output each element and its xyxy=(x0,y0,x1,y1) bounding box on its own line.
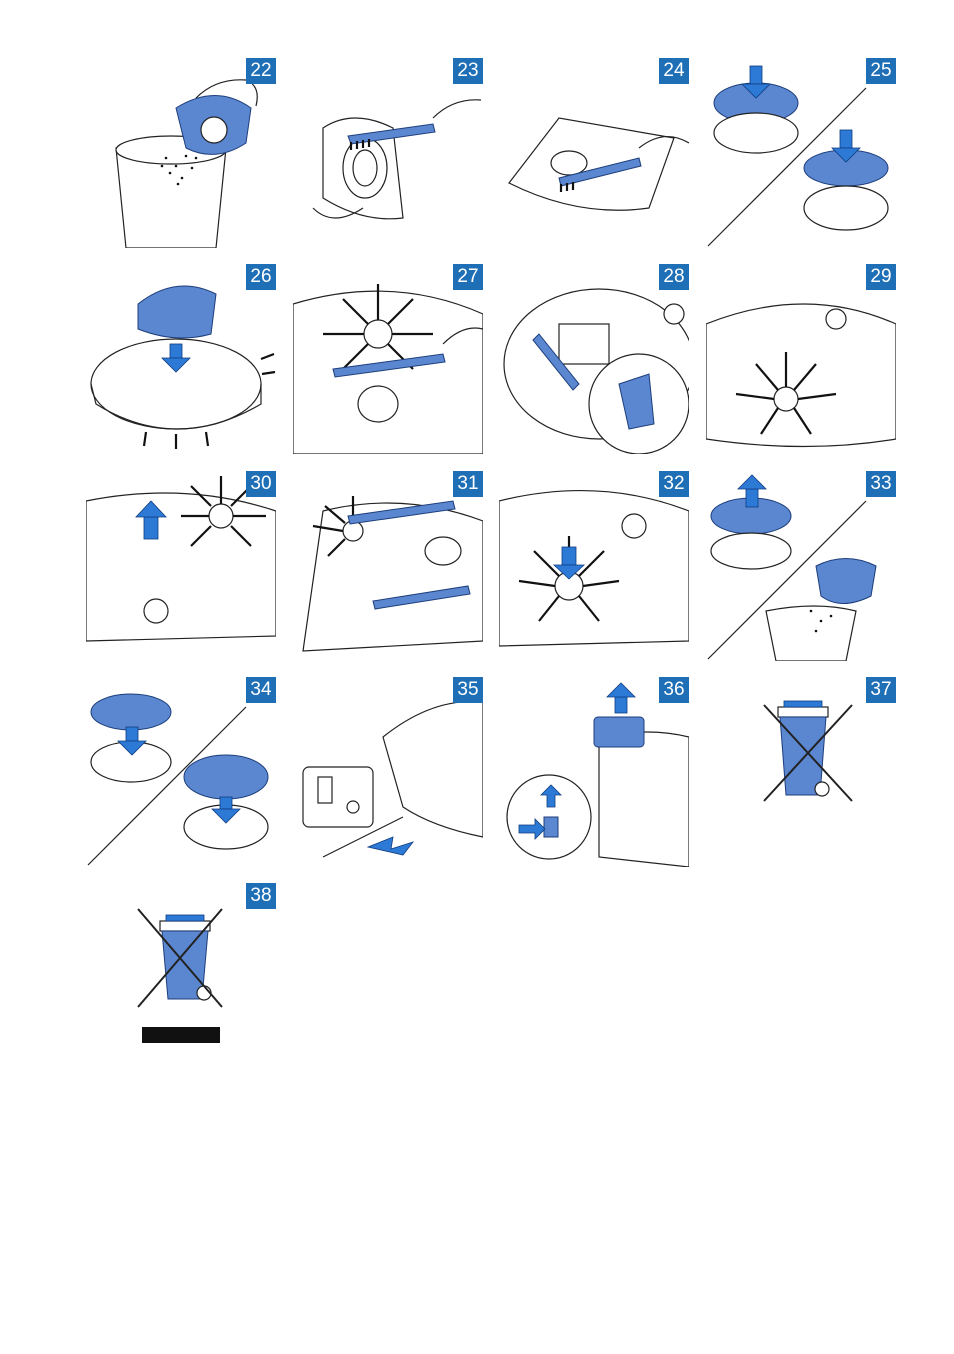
step-number-badge: 35 xyxy=(453,677,483,703)
step-27-panel: 27 xyxy=(293,264,483,454)
insert-dust-bin-illustration xyxy=(86,264,276,454)
brush-filter-holder-illustration xyxy=(293,58,483,248)
step-28-panel: 28 xyxy=(499,264,689,454)
step-number-badge: 29 xyxy=(866,264,896,290)
step-37-panel: 37 xyxy=(706,677,896,867)
step-26-panel: 26 xyxy=(86,264,276,454)
step-38-panel: 38 xyxy=(86,883,276,1073)
step-number-badge: 37 xyxy=(866,677,896,703)
step-30-panel: 30 xyxy=(86,471,276,661)
step-35-panel: 35 xyxy=(293,677,483,867)
brush-filter-cover-illustration xyxy=(499,58,689,248)
step-number-badge: 23 xyxy=(453,58,483,84)
step-number-badge: 32 xyxy=(659,471,689,497)
remove-filters-empty-bin-illustration xyxy=(706,471,896,661)
step-number-badge: 34 xyxy=(246,677,276,703)
remove-side-brush-illustration xyxy=(706,264,896,454)
step-number-badge: 31 xyxy=(453,471,483,497)
step-22-panel: 22 xyxy=(86,58,276,248)
weee-crossed-bin-icon xyxy=(706,677,896,867)
step-number-badge: 33 xyxy=(866,471,896,497)
step-23-panel: 23 xyxy=(293,58,483,248)
step-number-badge: 36 xyxy=(659,677,689,703)
step-number-badge: 27 xyxy=(453,264,483,290)
power-switch-off-unplug-illustration xyxy=(293,677,483,867)
clean-brush-shaft-illustration xyxy=(293,471,483,661)
remove-battery-illustration xyxy=(499,677,689,867)
reattach-side-brush-illustration xyxy=(499,471,689,661)
empty-dust-bin-illustration xyxy=(86,58,276,248)
step-24-panel: 24 xyxy=(499,58,689,248)
clean-side-brush-illustration xyxy=(293,264,483,454)
step-number-badge: 30 xyxy=(246,471,276,497)
step-34-panel: 34 xyxy=(86,677,276,867)
weee-crossed-bin-with-bar-icon xyxy=(86,883,276,1073)
step-25-panel: 25 xyxy=(706,58,896,248)
step-number-badge: 28 xyxy=(659,264,689,290)
step-number-badge: 22 xyxy=(246,58,276,84)
step-number-badge: 38 xyxy=(246,883,276,909)
pull-off-side-brush-illustration xyxy=(86,471,276,661)
step-36-panel: 36 xyxy=(499,677,689,867)
clean-brush-guard-illustration xyxy=(499,264,689,454)
step-29-panel: 29 xyxy=(706,264,896,454)
step-33-panel: 33 xyxy=(706,471,896,661)
reinsert-filters-into-bin-illustration xyxy=(86,677,276,867)
step-31-panel: 31 xyxy=(293,471,483,661)
reinsert-filters-illustration xyxy=(706,58,896,248)
step-number-badge: 24 xyxy=(659,58,689,84)
step-number-badge: 26 xyxy=(246,264,276,290)
step-number-badge: 25 xyxy=(866,58,896,84)
step-32-panel: 32 xyxy=(499,471,689,661)
